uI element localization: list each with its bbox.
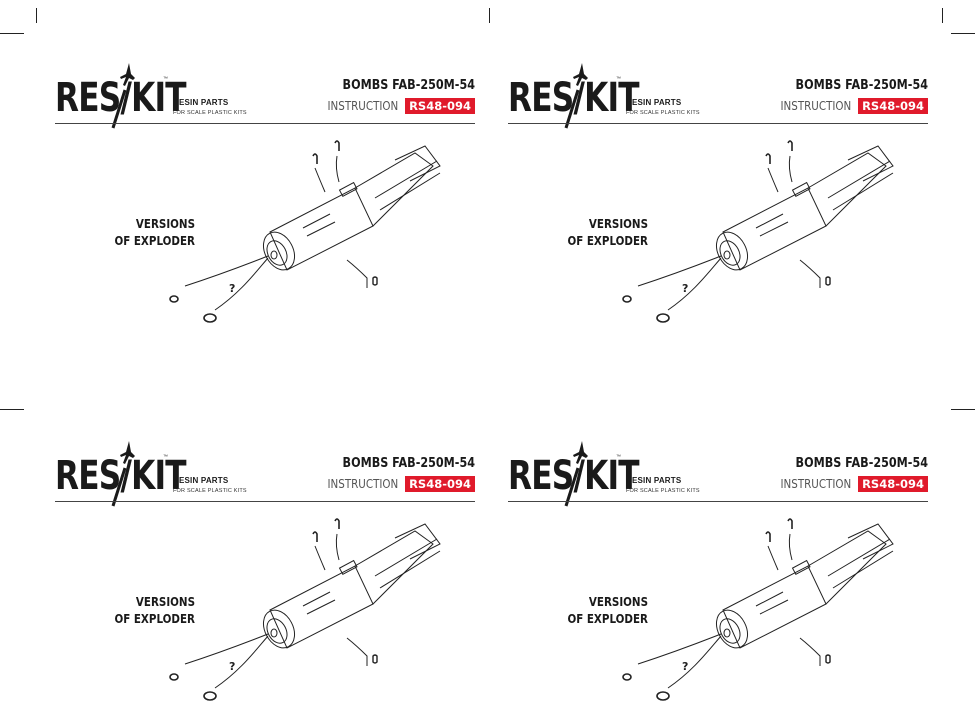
exploder-callout: VERSIONS OF EXPLODER [109, 216, 195, 250]
header-rule [508, 501, 928, 502]
instruction-label: INSTRUCTION [780, 98, 852, 113]
tagline-sub: FOR SCALE PLASTIC KITS [173, 110, 247, 116]
instruction-sheet-bottom-right: RES/KIT ™ RESIN PARTS FOR SCALE PLASTIC … [508, 426, 928, 726]
question-mark: ? [682, 282, 688, 295]
instruction-label: INSTRUCTION [327, 476, 399, 491]
trademark: ™ [163, 454, 168, 460]
trademark: ™ [616, 454, 621, 460]
callout-line-2: OF EXPLODER [114, 234, 195, 248]
crop-mark [0, 33, 24, 34]
tagline: RESIN PARTS [173, 98, 229, 107]
brand-logo: RES/KIT [55, 453, 187, 499]
product-title: BOMBS FAB-250M-54 [342, 78, 475, 93]
instruction-sheet-top-right: RES/KIT ™ RESIN PARTS FOR SCALE PLASTIC … [508, 48, 928, 348]
brand-logo: RES/KIT [55, 75, 187, 121]
instruction-label: INSTRUCTION [327, 98, 399, 113]
question-mark: ? [682, 660, 688, 673]
product-code-badge: RS48-094 [405, 475, 475, 492]
crop-mark [951, 33, 975, 34]
trademark: ™ [163, 76, 168, 82]
question-mark: ? [229, 660, 235, 673]
tagline: RESIN PARTS [173, 476, 229, 485]
instruction-label: INSTRUCTION [780, 476, 852, 491]
callout-line-2: OF EXPLODER [567, 612, 648, 626]
tagline: RESIN PARTS [626, 98, 682, 107]
instruction-row: INSTRUCTION RS48-094 [316, 97, 475, 114]
jet-icon [111, 441, 135, 507]
crop-mark [36, 8, 37, 23]
tagline: RESIN PARTS [626, 476, 682, 485]
instruction-sheet-top-left: RES/KIT ™ RESIN PARTS FOR SCALE PLASTIC … [55, 48, 475, 348]
tagline-sub: FOR SCALE PLASTIC KITS [626, 110, 700, 116]
callout-line-1: VERSIONS [135, 595, 195, 609]
callout-line-1: VERSIONS [135, 217, 195, 231]
crop-mark [489, 8, 490, 23]
bomb-drawing: ? [622, 518, 894, 701]
question-mark: ? [229, 282, 235, 295]
exploder-callout: VERSIONS OF EXPLODER [109, 594, 195, 628]
bomb-drawing: ? [622, 140, 894, 323]
callout-line-2: OF EXPLODER [114, 612, 195, 626]
instruction-row: INSTRUCTION RS48-094 [769, 475, 928, 492]
crop-mark [0, 409, 24, 410]
tagline-sub: FOR SCALE PLASTIC KITS [626, 488, 700, 494]
exploder-callout: VERSIONS OF EXPLODER [562, 216, 648, 250]
tagline-sub: FOR SCALE PLASTIC KITS [173, 488, 247, 494]
crop-mark [951, 409, 975, 410]
exploder-callout: VERSIONS OF EXPLODER [562, 594, 648, 628]
jet-icon [564, 63, 588, 129]
brand-logo: RES/KIT [508, 453, 640, 499]
instruction-row: INSTRUCTION RS48-094 [769, 97, 928, 114]
product-title: BOMBS FAB-250M-54 [342, 456, 475, 471]
instruction-sheet-bottom-left: RES/KIT ™ RESIN PARTS FOR SCALE PLASTIC … [55, 426, 475, 726]
header-rule [55, 501, 475, 502]
header-rule [55, 123, 475, 124]
instruction-row: INSTRUCTION RS48-094 [316, 475, 475, 492]
brand-logo: RES/KIT [508, 75, 640, 121]
callout-line-1: VERSIONS [588, 595, 648, 609]
bomb-drawing: ? [169, 518, 441, 701]
callout-line-2: OF EXPLODER [567, 234, 648, 248]
product-title: BOMBS FAB-250M-54 [795, 456, 928, 471]
header-rule [508, 123, 928, 124]
product-code-badge: RS48-094 [405, 97, 475, 114]
product-code-badge: RS48-094 [858, 475, 928, 492]
jet-icon [564, 441, 588, 507]
callout-line-1: VERSIONS [588, 217, 648, 231]
jet-icon [111, 63, 135, 129]
bomb-drawing: ? [169, 140, 441, 323]
product-title: BOMBS FAB-250M-54 [795, 78, 928, 93]
crop-mark [942, 8, 943, 23]
product-code-badge: RS48-094 [858, 97, 928, 114]
trademark: ™ [616, 76, 621, 82]
